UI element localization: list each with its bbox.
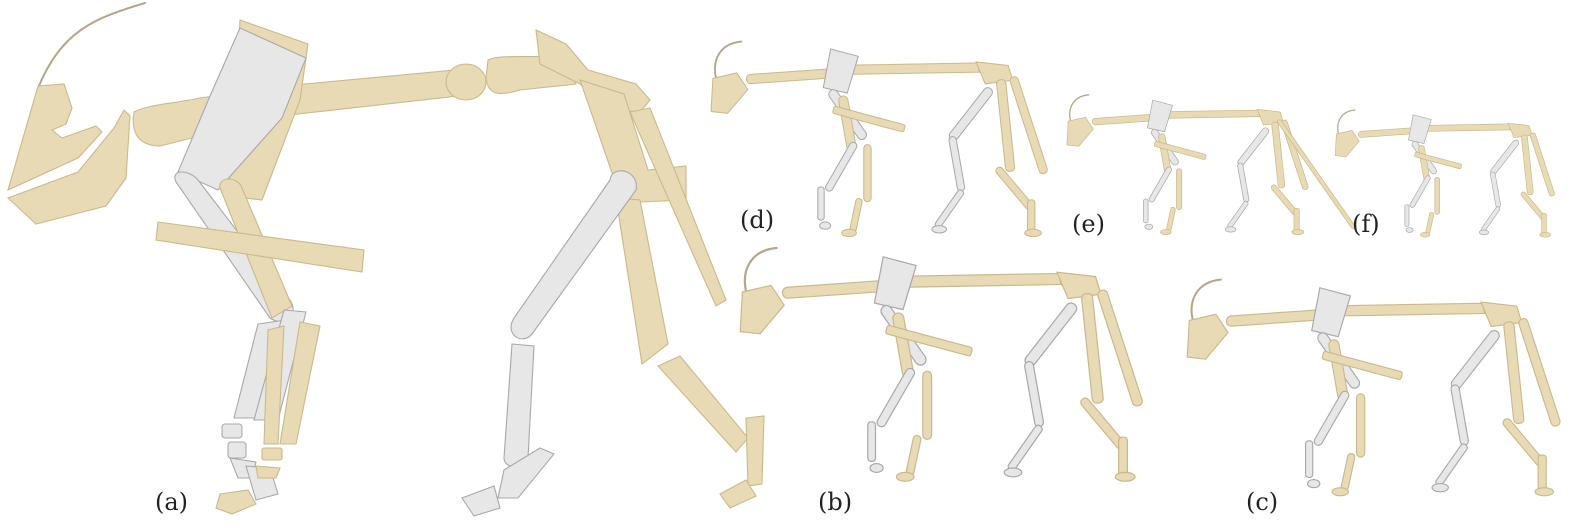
panel-label-d: (d) — [740, 206, 774, 234]
panel-e-skeleton — [1066, 94, 1356, 236]
panel-c-skeleton — [1186, 278, 1563, 497]
panel-b-skeleton — [739, 246, 1145, 483]
panel-label-a: (a) — [155, 488, 188, 516]
panel-label-f: (f) — [1352, 210, 1380, 238]
panel-label-b: (b) — [818, 488, 852, 516]
panel-label-e: (e) — [1072, 210, 1105, 238]
panel-a-skeleton — [6, 2, 765, 517]
panel-label-c: (c) — [1246, 488, 1278, 516]
